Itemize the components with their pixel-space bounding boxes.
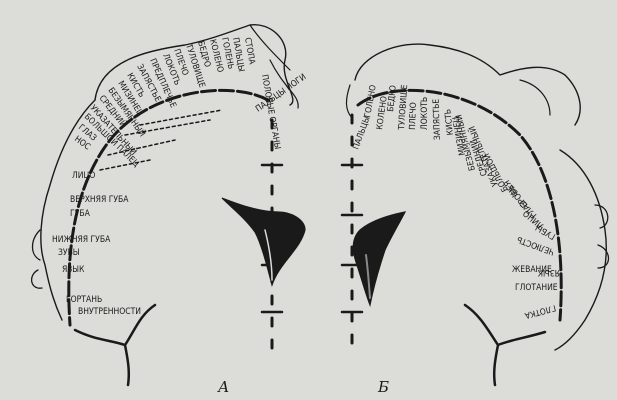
label-b-lokot: ЛОКОТЬ [420,97,430,130]
diagram-b [342,44,609,385]
label-b-zhevanie: ЖЕВАНИЕ [512,265,552,275]
label-b-guby: ГУБЫ [534,222,557,241]
ventricle-a [222,198,305,285]
label-b-bedro: БЕДРО [386,85,399,113]
label-b-glotanie: ГЛОТАНИЕ [515,283,558,293]
caption-a: А [217,378,229,396]
label-a-guba: ГУБА [70,209,91,219]
label-a-litso: ЛИЦО [72,171,95,181]
ventricle-b [353,212,405,305]
label-a-verkhnyaya-guba: ВЕРХНЯЯ ГУБА [70,195,129,205]
caption-b: Б [377,378,389,396]
homunculus-outline-b [355,44,580,125]
label-b-zapyastie: ЗАПЯСТЬЕ [432,98,443,140]
label-b-plecho: ПЛЕЧО [408,102,419,130]
throat-branch-a [75,305,155,385]
label-a-vnutrennosti: ВНУТРЕННОСТИ [78,307,141,317]
label-a-yazyk: ЯЗЫК [62,265,85,275]
label-a-nizhnyaya-guba: НИЖНЯЯ ГУБА [52,235,111,245]
face-outline-b [555,150,606,350]
label-a-zuby: ЗУБЫ [58,248,80,258]
label-b-glotka: ГЛОТКА [523,302,557,320]
label-b-paltsy: ПАЛЬЦЫ [351,115,372,151]
label-a-gortan: ГОРТАНЬ [66,295,102,305]
